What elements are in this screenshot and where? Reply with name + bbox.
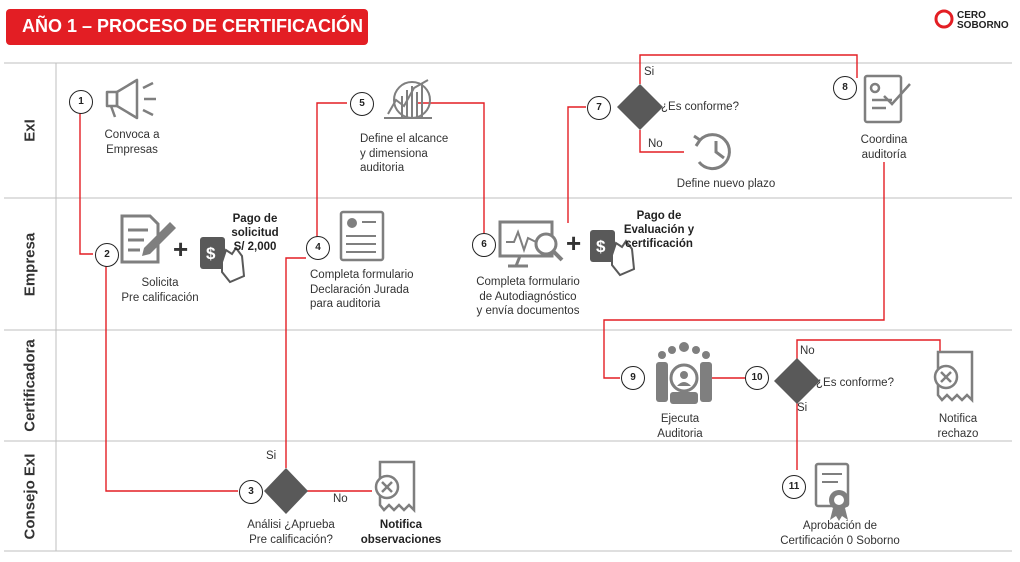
plus-sign: + — [173, 234, 189, 264]
step-number-7: 7 — [587, 96, 611, 120]
svg-text:$: $ — [206, 244, 216, 263]
step-10-no: No — [800, 345, 815, 357]
monitor-search-icon — [498, 220, 564, 268]
step-3-yes: Si — [266, 450, 277, 462]
step-number-1: 1 — [69, 90, 93, 114]
chart-analysis-icon — [384, 79, 432, 119]
lane-label-exi: ExI — [21, 119, 39, 142]
logo-line2: SOBORNO — [957, 20, 1009, 31]
lane-label-empresa: Empresa — [21, 232, 39, 297]
step-10-question: ¿Es conforme? — [816, 377, 894, 389]
step-7-question: ¿Es conforme? — [661, 101, 739, 113]
flow-connectors — [79, 54, 941, 492]
form-pen-icon — [120, 214, 176, 264]
receipt-x-icon — [933, 350, 974, 404]
step-number-2: 2 — [95, 243, 119, 267]
id-form-icon — [339, 210, 385, 262]
step-7-no: No — [648, 138, 663, 150]
step-number-8: 8 — [833, 76, 857, 100]
step-number-10: 10 — [745, 366, 769, 390]
title-banner — [6, 9, 368, 45]
swimlane-grid — [4, 62, 1012, 552]
team-icon — [656, 342, 712, 404]
step-3-no: No — [333, 493, 348, 505]
lane-label-consejo: Consejo ExI — [21, 453, 39, 540]
step-number-6: 6 — [472, 233, 496, 257]
logo-line1: CERO — [957, 10, 986, 21]
megaphone-icon — [105, 78, 156, 120]
certificate-icon — [814, 462, 850, 521]
step-number-4: 4 — [306, 236, 330, 260]
step-number-3: 3 — [239, 480, 263, 504]
plus-sign: + — [566, 228, 582, 258]
step-number-9: 9 — [621, 366, 645, 390]
step-number-5: 5 — [350, 92, 374, 116]
checklist-icon — [863, 74, 911, 124]
decision-diamond-3 — [264, 468, 308, 514]
decision-diamond-7 — [617, 84, 663, 130]
logo-ring-icon — [934, 9, 954, 29]
decision-diamond-10 — [774, 358, 820, 404]
svg-text:$: $ — [596, 237, 606, 256]
payment-hand-icon: $ — [200, 237, 246, 284]
new-term-label: Define nuevo plazo — [676, 178, 776, 190]
step-number-11: 11 — [782, 475, 806, 499]
receipt-x-icon — [374, 460, 416, 514]
step-10-yes: Si — [797, 402, 808, 414]
page-title: AÑO 1 – PROCESO DE CERTIFICACIÓN — [22, 16, 364, 36]
payment-hand-icon: $ — [590, 230, 636, 277]
clock-history-icon — [693, 133, 731, 171]
logo: CERO SOBORNO — [957, 11, 1009, 31]
step-7-yes: Si — [644, 66, 655, 78]
